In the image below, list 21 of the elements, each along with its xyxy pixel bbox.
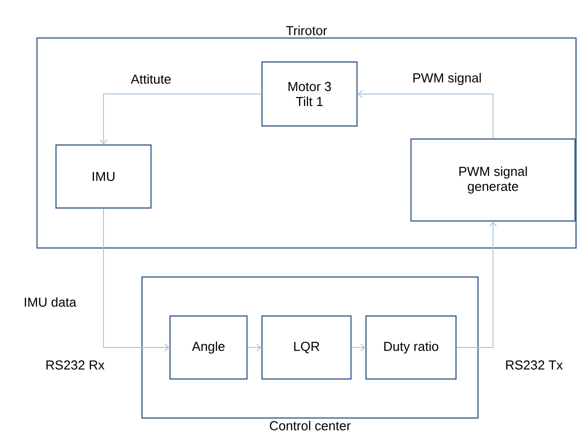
edge-label: PWM signal	[411, 72, 483, 86]
arrow	[351, 344, 366, 352]
process-box: IMU	[55, 144, 152, 209]
arrow	[358, 90, 494, 139]
process-box: LQR	[261, 315, 352, 380]
process-box: PWM signal generate	[410, 138, 576, 222]
edge-label: Attitute	[130, 73, 172, 85]
arrow	[100, 94, 262, 144]
arrow	[247, 344, 262, 352]
frame-box	[36, 26, 577, 249]
process-box: Motor 3 Tilt 1	[261, 61, 358, 127]
port-label: RS232 Rx	[46, 360, 104, 370]
edge-label: IMU data	[22, 296, 78, 308]
box-heading: Trirotor	[286, 26, 327, 36]
box-heading: Control center	[270, 420, 351, 430]
edge-label: RS232 Tx	[504, 359, 564, 371]
frame-box	[141, 276, 479, 430]
arrow	[456, 222, 497, 348]
process-box: Angle	[169, 315, 248, 380]
process-box: Duty ratio	[365, 315, 457, 380]
arrow	[103, 208, 170, 352]
